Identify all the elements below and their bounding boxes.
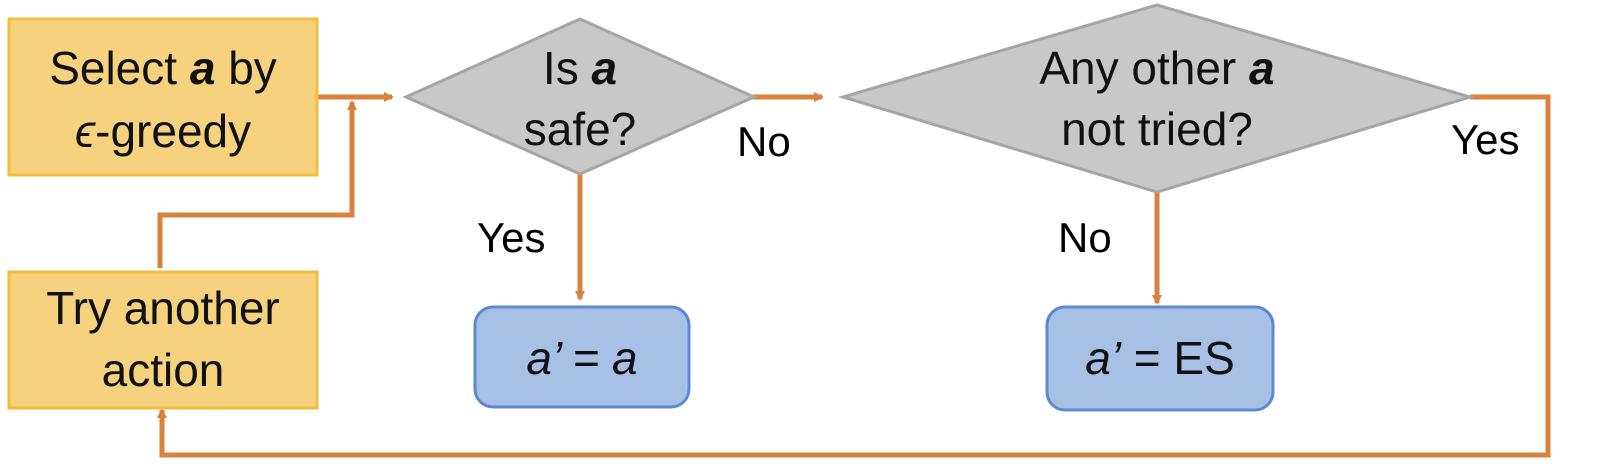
node-result-es: a’ = ES bbox=[1045, 305, 1275, 412]
is-safe-line1: Is a bbox=[543, 42, 617, 94]
node-select-action: Select a by ϵ-greedy bbox=[7, 17, 319, 177]
try-another-line1: Try another bbox=[46, 282, 280, 334]
result-a-box bbox=[473, 305, 691, 409]
node-try-another-action: Try another action bbox=[7, 270, 319, 410]
label-is-safe-yes: Yes bbox=[477, 214, 546, 261]
node-any-other-decision: Any other a not tried? bbox=[837, 3, 1476, 194]
any-other-line2: not tried? bbox=[1061, 103, 1253, 155]
arrow-any-other-yes-loop bbox=[157, 94, 1551, 458]
select-action-box bbox=[7, 17, 319, 177]
try-another-line2: action bbox=[102, 344, 225, 396]
label-any-other-no: No bbox=[1058, 214, 1112, 261]
node-result-a: a’ = a bbox=[473, 305, 691, 409]
result-a-label: a’ = a bbox=[526, 332, 637, 384]
try-another-box bbox=[7, 270, 319, 410]
result-es-label: a’ = ES bbox=[1085, 332, 1235, 384]
label-is-safe-no: No bbox=[737, 118, 791, 165]
select-action-line1: Select a by bbox=[49, 42, 277, 94]
is-safe-diamond bbox=[402, 17, 758, 176]
label-any-other-yes: Yes bbox=[1451, 116, 1520, 163]
select-action-line2: ϵ-greedy bbox=[75, 105, 251, 157]
is-safe-line2: safe? bbox=[524, 103, 637, 155]
result-es-box bbox=[1045, 305, 1275, 412]
any-other-line1: Any other a bbox=[1039, 42, 1274, 94]
arrow-try-another-to-select bbox=[157, 100, 357, 268]
edges bbox=[157, 92, 1551, 458]
any-other-diamond bbox=[837, 3, 1476, 194]
node-is-safe-decision: Is a safe? bbox=[402, 17, 758, 176]
